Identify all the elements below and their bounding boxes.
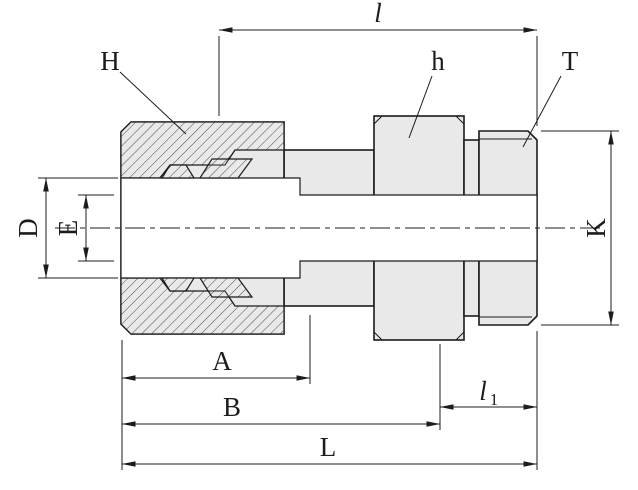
dim-label-B: B — [223, 392, 241, 422]
dimension-lines — [43, 27, 614, 467]
dim-label-l1-subscript: 1 — [490, 390, 499, 409]
dim-label-l1: l — [479, 376, 487, 406]
leader-T — [522, 75, 562, 148]
hex-chamfer-bottom-left — [373, 331, 383, 341]
fitting-body — [55, 115, 600, 341]
part-label-H: H — [100, 46, 120, 76]
dim-label-K: K — [581, 218, 611, 238]
dim-label-E: E — [53, 220, 83, 237]
part-label-T: T — [562, 46, 579, 76]
leader-lines — [119, 71, 562, 148]
part-label-h: h — [431, 46, 445, 76]
nut-internal-profile-top — [121, 149, 284, 179]
leader-h — [408, 75, 433, 139]
leader-H — [119, 71, 187, 135]
dim-label-L: L — [320, 432, 337, 462]
dim-label-A: A — [212, 346, 232, 376]
nut-internal-profile-bottom — [121, 277, 284, 307]
dim-label-D: D — [13, 218, 43, 238]
labels: l H h T D E K A B l 1 L — [13, 0, 611, 462]
hex-chamfer-top-right — [455, 115, 465, 125]
dim-label-l: l — [374, 0, 382, 28]
hex-chamfer-bottom-right — [455, 331, 465, 341]
hex-chamfer-top-left — [373, 115, 383, 125]
